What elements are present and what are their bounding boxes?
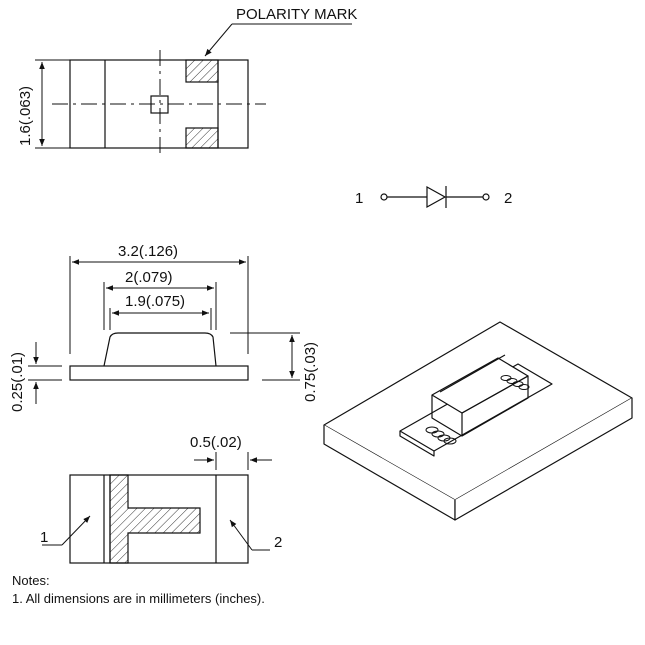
- lens-body: [103, 332, 217, 367]
- bottom-view-outline: [69, 474, 249, 564]
- pin1-label: 1: [355, 190, 363, 207]
- polarity-mark-label: POLARITY MARK: [236, 6, 357, 23]
- pad1-label: 1: [40, 529, 48, 546]
- top-pad-hatch-lower: [185, 127, 219, 149]
- pad2-label: 2: [274, 534, 282, 551]
- polarity-pad-hatch: [109, 474, 201, 564]
- length-total-dimension: 3.2(.126): [118, 243, 178, 260]
- pin2-terminal: [482, 193, 490, 201]
- length-body-dimension: 2(.079): [125, 269, 173, 286]
- pin2-label: 2: [504, 190, 512, 207]
- diode-triangle: [426, 185, 447, 209]
- bottom-view: [42, 452, 272, 564]
- pad-width-dimension: 0.5(.02): [190, 434, 242, 451]
- pin1-terminal: [380, 193, 388, 201]
- side-view: [28, 256, 300, 404]
- total-height-dimension: 0.75(.03): [302, 342, 319, 402]
- substrate-thickness-dimension: 0.25(.01): [9, 352, 26, 412]
- substrate: [69, 365, 249, 381]
- top-view: [35, 23, 352, 156]
- diode-symbol: [380, 185, 490, 209]
- notes-title: Notes:: [12, 573, 50, 588]
- length-top-dimension: 1.9(.075): [125, 293, 185, 310]
- isometric-view: [323, 321, 633, 521]
- top-pad-hatch-upper: [185, 59, 219, 83]
- notes-line-1: 1. All dimensions are in millimeters (in…: [12, 591, 265, 606]
- height-top-dimension: 1.6(.063): [17, 86, 34, 146]
